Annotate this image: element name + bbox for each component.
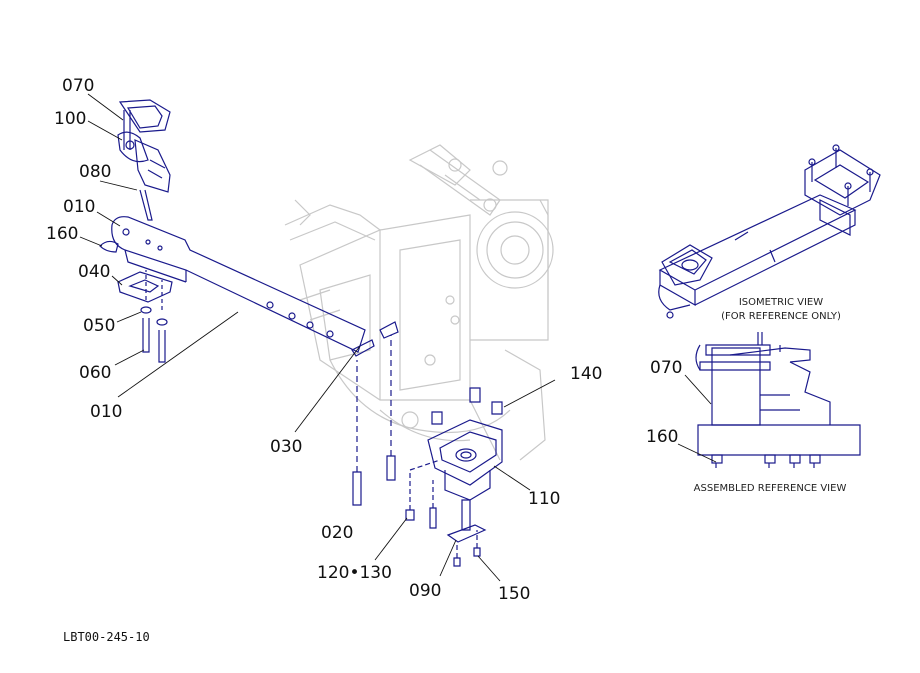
drawbar — [111, 216, 366, 353]
callout-160-assembled: 160 — [646, 427, 678, 447]
callout-140: 140 — [570, 364, 602, 384]
drawbar-plate — [117, 271, 173, 303]
callout-110: 110 — [528, 489, 560, 509]
bolt — [158, 330, 166, 363]
mounting-bracket — [427, 419, 503, 486]
drawbar-assembly — [99, 99, 503, 567]
callout-030: 030 — [270, 437, 302, 457]
long-bolt — [352, 471, 362, 506]
hitch-bracket — [134, 139, 171, 193]
assembled-view — [695, 332, 861, 468]
callout-010: 010 — [63, 197, 95, 217]
bolt — [142, 318, 150, 353]
callout-120-130: 120•130 — [317, 563, 392, 583]
isometric-view — [658, 144, 881, 319]
callout-150: 150 — [498, 584, 530, 604]
callout-labels: 070 100 080 010 160 040 050 060 010 030 … — [46, 76, 682, 604]
leader-lines — [79, 93, 717, 582]
isometric-view-subcaption: (FOR REFERENCE ONLY) — [721, 311, 841, 322]
callout-080: 080 — [79, 162, 111, 182]
snap-clip — [99, 240, 119, 253]
callout-070: 070 — [62, 76, 94, 96]
callout-100: 100 — [54, 109, 86, 129]
callout-010-drawbar: 010 — [90, 402, 122, 422]
document-id: LBT00-245-10 — [63, 630, 150, 644]
washer — [140, 306, 152, 314]
hitch-pin — [118, 99, 171, 133]
callout-160: 160 — [46, 224, 78, 244]
callout-060: 060 — [79, 363, 111, 383]
callout-020: 020 — [321, 523, 353, 543]
callout-040: 040 — [78, 262, 110, 282]
callout-070-assembled: 070 — [650, 358, 682, 378]
washer — [156, 318, 168, 326]
bottom-plate — [446, 524, 487, 543]
lock-pin — [351, 339, 375, 357]
callout-090: 090 — [409, 581, 441, 601]
ghost-tractor-frame — [284, 144, 554, 461]
long-bolt — [386, 455, 396, 481]
assembled-view-caption: ASSEMBLED REFERENCE VIEW — [694, 483, 847, 494]
callout-050: 050 — [83, 316, 115, 336]
isometric-view-caption: ISOMETRIC VIEW — [739, 297, 823, 308]
